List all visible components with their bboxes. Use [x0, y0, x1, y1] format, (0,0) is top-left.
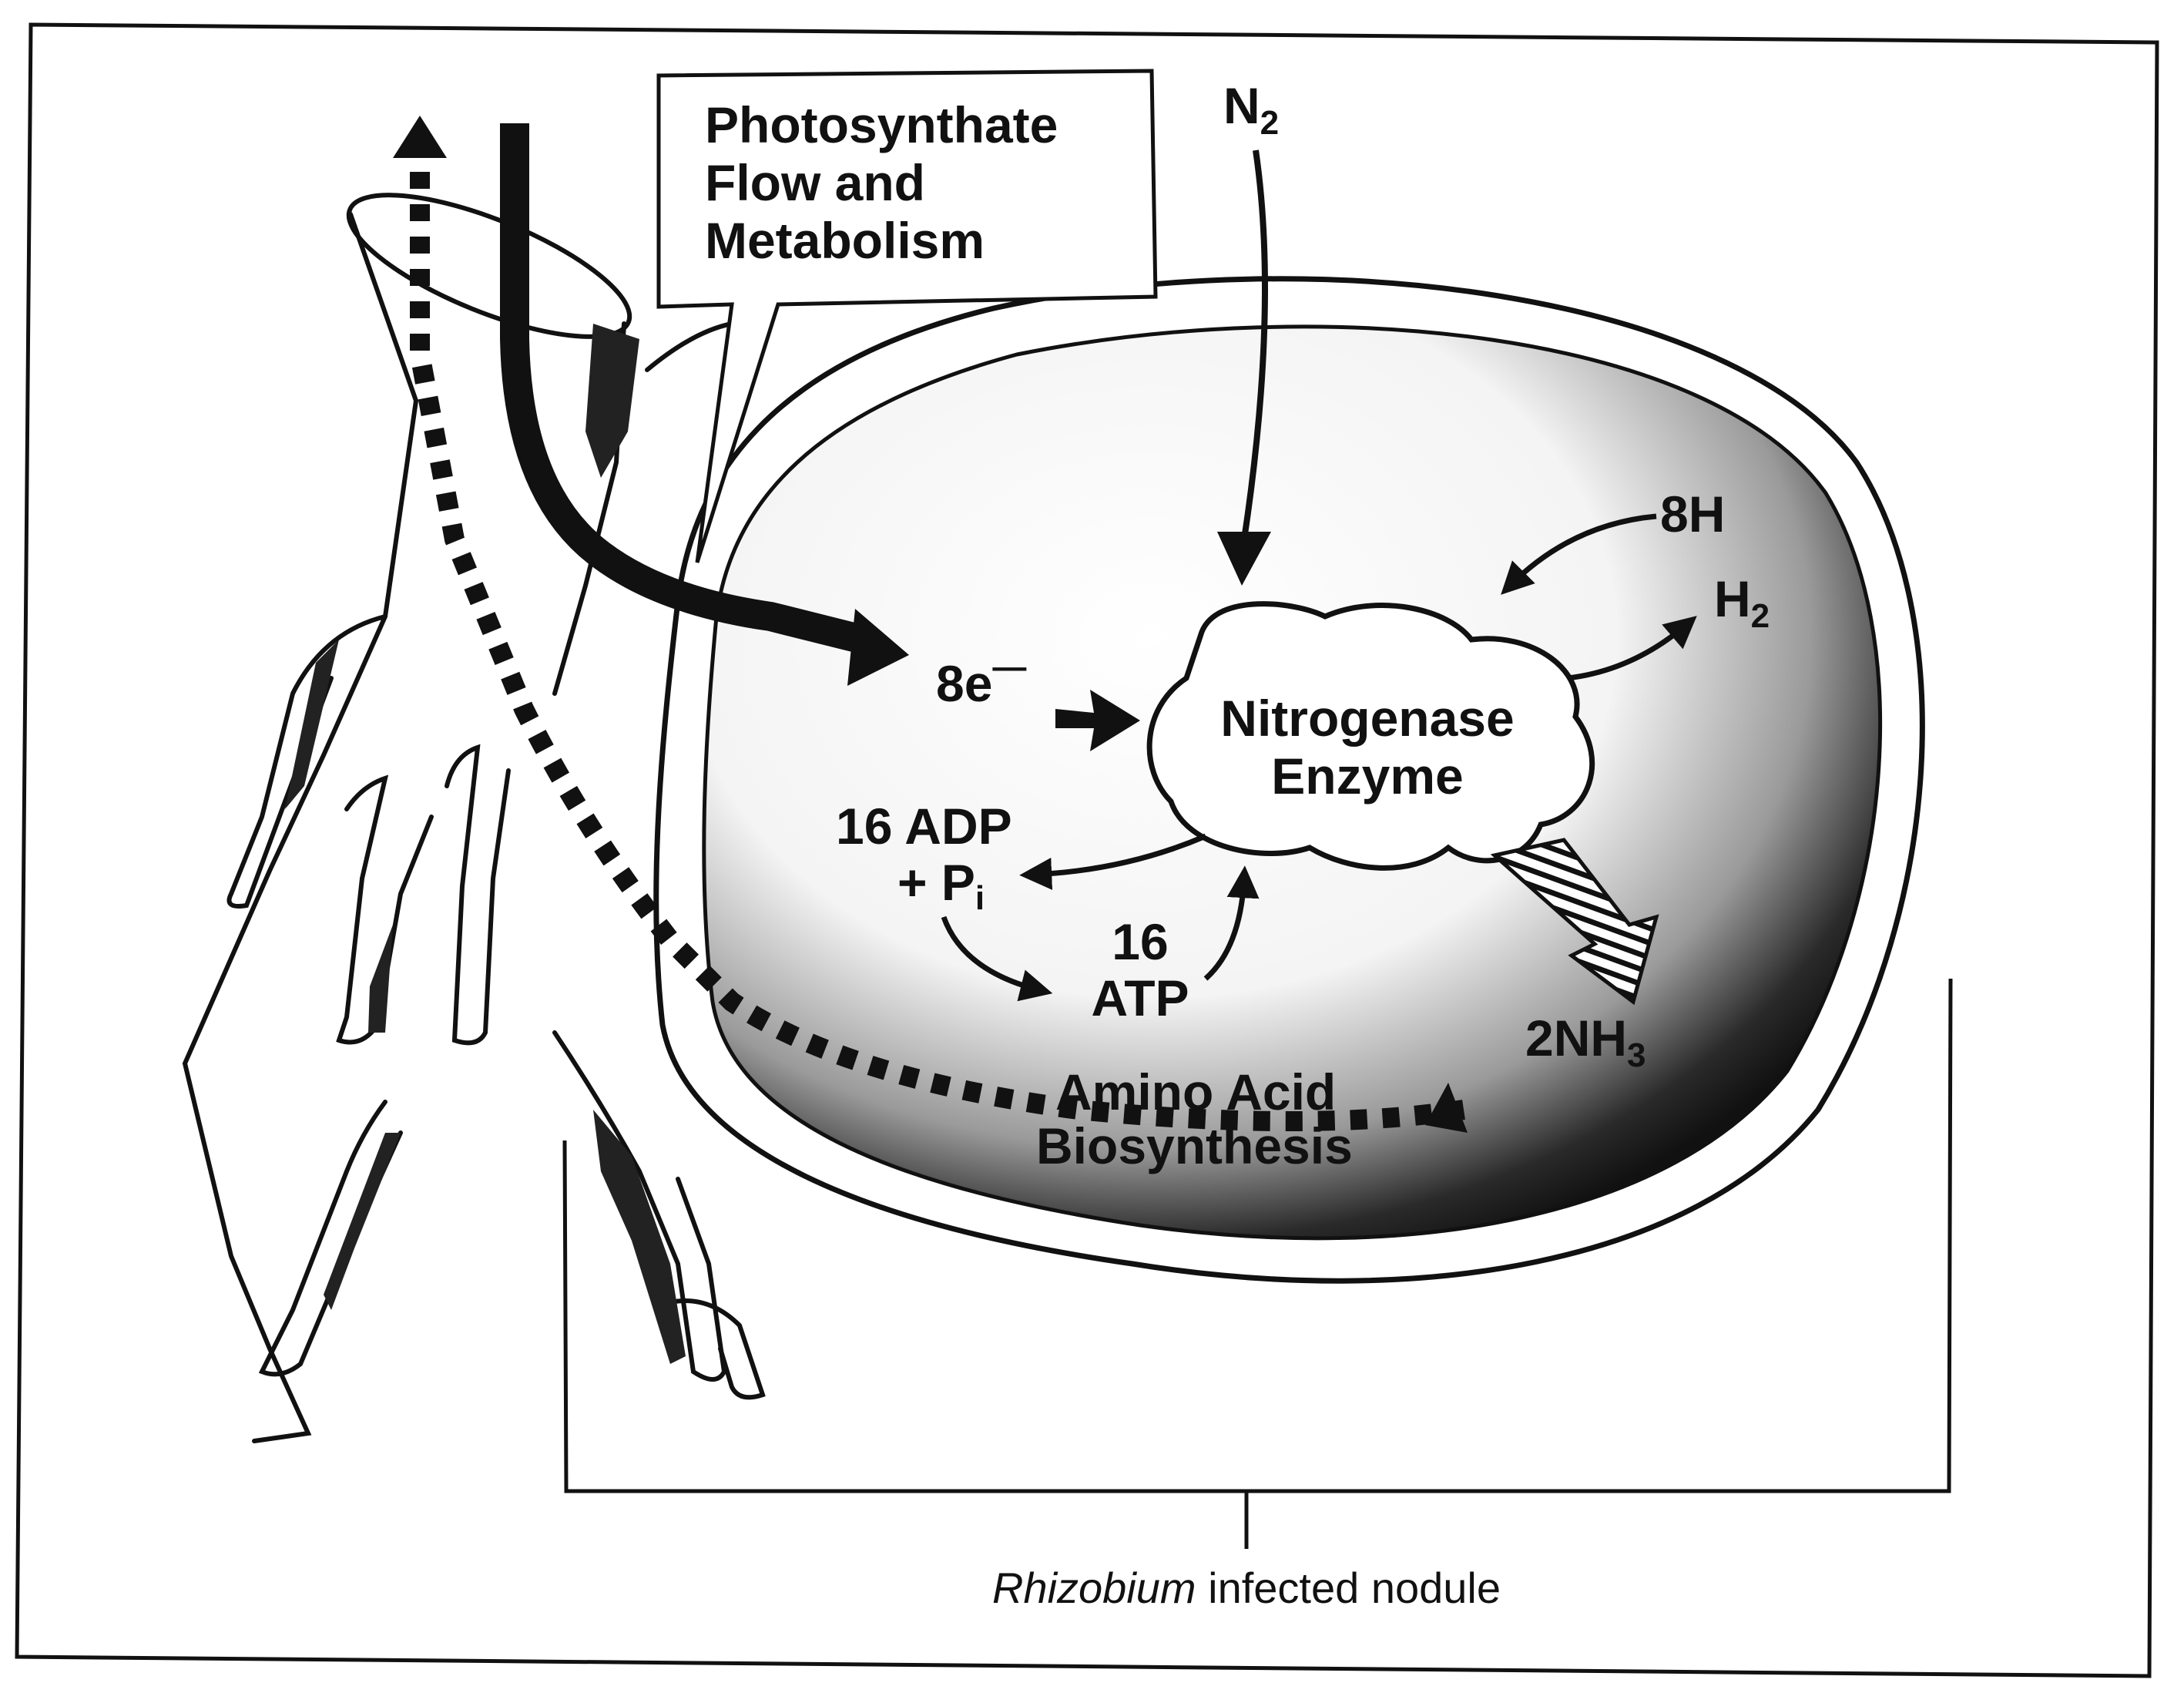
callout-line-3: Metabolism [705, 212, 985, 269]
atp-line-1: 16 [1112, 913, 1168, 970]
nitrogenase-enzyme: Nitrogenase Enzyme [1149, 604, 1592, 868]
root-shading [285, 324, 686, 1364]
upward-arrowhead [393, 116, 447, 158]
adp-line-1: 16 ADP [836, 798, 1012, 855]
atp-line-2: ATP [1091, 969, 1189, 1026]
enzyme-line-2: Enzyme [1271, 747, 1463, 805]
callout-line-2: Flow and [705, 154, 925, 211]
adp-line-2: + Pi [897, 854, 985, 917]
enzyme-line-1: Nitrogenase [1220, 690, 1514, 747]
amino-acid-biosynthesis: Amino Acid Biosynthesis [1036, 1063, 1353, 1174]
amino-line-1: Amino Acid [1055, 1063, 1336, 1120]
n2-label: N2 [1223, 77, 1279, 142]
hydrogen-in-label: 8H [1660, 485, 1725, 542]
figure-caption: Rhizobium infected nodule [992, 1564, 1501, 1612]
amino-line-2: Biosynthesis [1036, 1117, 1353, 1174]
callout-line-1: Photosynthate [705, 96, 1058, 153]
